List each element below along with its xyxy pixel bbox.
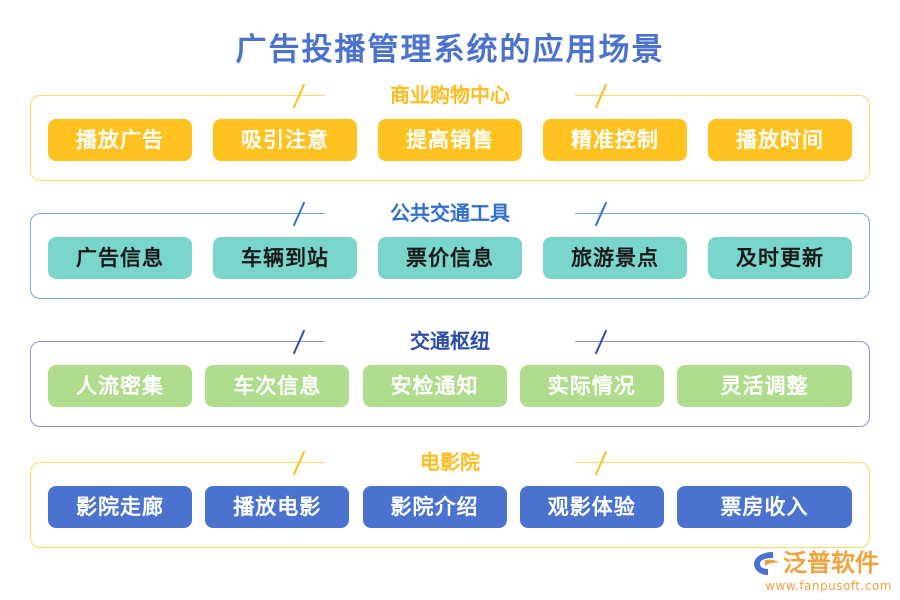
chip-item[interactable]: 提高销售 bbox=[378, 119, 522, 161]
chip-item[interactable]: 观影体验 bbox=[519, 486, 664, 528]
chip-item[interactable]: 播放电影 bbox=[205, 486, 350, 528]
chip-item[interactable]: 安检通知 bbox=[362, 365, 507, 407]
logo-url: www.fanpusoft.com bbox=[765, 579, 892, 593]
chip-item[interactable]: 旅游景点 bbox=[543, 237, 687, 279]
chip-item[interactable]: 票价信息 bbox=[378, 237, 522, 279]
fanpu-logo-icon bbox=[752, 550, 780, 576]
section-label-cinema: 电影院 bbox=[410, 447, 490, 477]
logo-name: 泛普软件 bbox=[783, 549, 879, 577]
chip-item[interactable]: 人流密集 bbox=[48, 365, 192, 407]
section-label-transport-hub: 交通枢纽 bbox=[400, 326, 500, 356]
chip-item[interactable]: 及时更新 bbox=[708, 237, 852, 279]
chip-item[interactable]: 播放广告 bbox=[48, 119, 192, 161]
logo-row: 泛普软件 bbox=[752, 548, 892, 578]
section-cinema: 电影院 影院走廊 播放电影 影院介绍 观影体验 票房收入 bbox=[30, 447, 870, 548]
chip-row-cinema: 影院走廊 播放电影 影院介绍 观影体验 票房收入 bbox=[31, 463, 869, 547]
brand-logo: 泛普软件 www.fanpusoft.com bbox=[752, 548, 892, 594]
chip-item[interactable]: 播放时间 bbox=[708, 119, 852, 161]
section-shopping-center: 商业购物中心 播放广告 吸引注意 提高销售 精准控制 播放时间 bbox=[30, 80, 870, 181]
chip-item[interactable]: 广告信息 bbox=[48, 237, 192, 279]
chip-item[interactable]: 精准控制 bbox=[543, 119, 687, 161]
chip-item[interactable]: 影院走廊 bbox=[48, 486, 192, 528]
chip-item[interactable]: 吸引注意 bbox=[213, 119, 357, 161]
chip-item[interactable]: 票房收入 bbox=[677, 486, 852, 528]
section-transport-hub: 交通枢纽 人流密集 车次信息 安检通知 实际情况 灵活调整 bbox=[30, 326, 870, 427]
chip-item[interactable]: 灵活调整 bbox=[677, 365, 852, 407]
chip-item[interactable]: 车辆到站 bbox=[213, 237, 357, 279]
section-public-transport: 公共交通工具 广告信息 车辆到站 票价信息 旅游景点 及时更新 bbox=[30, 198, 870, 299]
page-title: 广告投播管理系统的应用场景 bbox=[235, 32, 665, 68]
chip-item[interactable]: 实际情况 bbox=[519, 365, 664, 407]
chip-row-public-transport: 广告信息 车辆到站 票价信息 旅游景点 及时更新 bbox=[31, 214, 869, 298]
chip-item[interactable]: 车次信息 bbox=[205, 365, 350, 407]
chip-item[interactable]: 影院介绍 bbox=[362, 486, 507, 528]
section-label-public-transport: 公共交通工具 bbox=[380, 198, 520, 228]
chip-row-shopping-center: 播放广告 吸引注意 提高销售 精准控制 播放时间 bbox=[31, 96, 869, 180]
section-label-shopping-center: 商业购物中心 bbox=[380, 80, 520, 110]
chip-row-transport-hub: 人流密集 车次信息 安检通知 实际情况 灵活调整 bbox=[31, 342, 869, 426]
